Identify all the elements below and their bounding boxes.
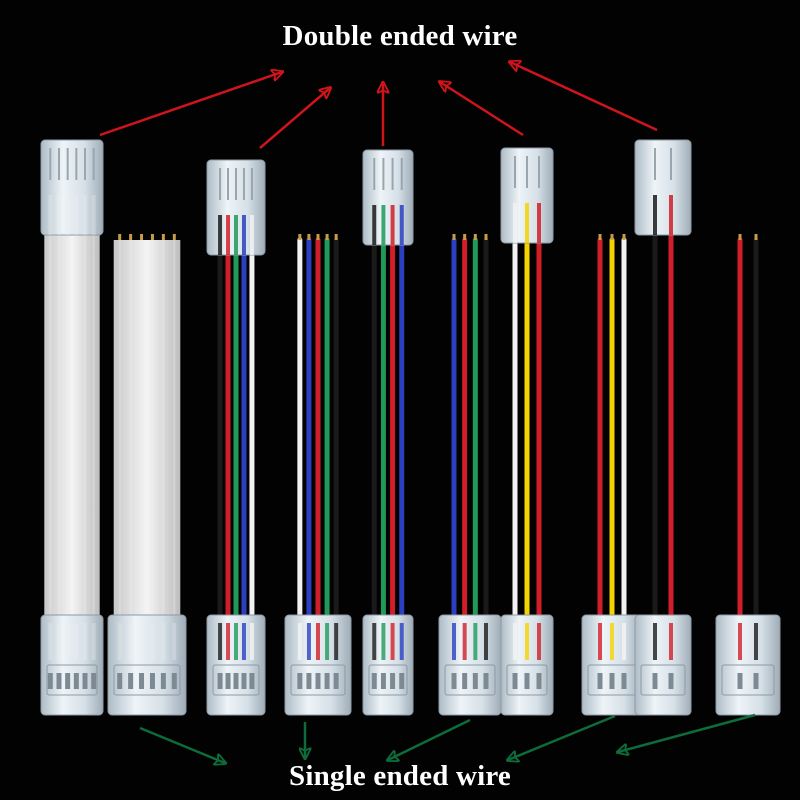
double-ended-arrows [99,62,658,149]
bottom-arrow-5 [618,713,756,752]
contact [233,673,239,689]
wire-tip [172,234,176,240]
contact [315,673,321,689]
connector-window [368,664,408,696]
wire-tip [738,234,742,240]
contact [668,673,674,689]
wire-tip [150,234,154,240]
wire-tip [463,234,467,240]
wire-tip [598,234,602,240]
contact [737,673,743,689]
cable-5wire-rgbw-single [284,234,352,716]
cable-6pin-ribbon-double [40,139,104,716]
bottom-arrow-4 [508,714,616,760]
contact [117,673,123,689]
top-connector [40,139,104,236]
contact [753,673,759,689]
contact [462,673,468,689]
wire-tip [316,234,320,240]
contact [47,673,53,689]
connector-window [290,664,346,696]
wire-tip [129,234,133,240]
cable-3wire-cct-single [581,234,643,716]
contact [483,673,489,689]
wire-tip [622,234,626,240]
wire-tip [610,234,614,240]
wire-tip [754,234,758,240]
contact [149,673,155,689]
contact [82,673,88,689]
contact [217,673,223,689]
double-ended-caption: Double ended wire [282,20,518,52]
contact [451,673,457,689]
connector-window [506,664,548,696]
contact [390,673,396,689]
contact [472,673,478,689]
contact [371,673,377,689]
contact [333,673,339,689]
connector-window [212,664,260,696]
wire-tip [161,234,165,240]
cable-6pin-ribbon-single [107,234,187,716]
top-connector [634,139,692,236]
contact [399,673,405,689]
contact [171,673,177,689]
contact [621,673,627,689]
wire-tip [325,234,329,240]
ribbon-cable [44,235,100,621]
connector-window [640,664,686,696]
contact [91,673,97,689]
contact [524,673,530,689]
cable-3wire-cct-double [500,147,554,716]
contact [241,673,247,689]
contact [597,673,603,689]
contact [380,673,386,689]
bottom-arrow-1 [139,726,225,763]
top-arrow-4 [440,82,524,137]
connector-window [721,664,775,696]
contact [306,673,312,689]
contact [139,673,145,689]
wire-tip [140,234,144,240]
contact [536,673,542,689]
contact [297,673,303,689]
contact [324,673,330,689]
top-connector [362,149,414,246]
cable-4wire-rgb-single [438,234,502,716]
contact [512,673,518,689]
contact [609,673,615,689]
contact [249,673,255,689]
connector-window [46,664,98,696]
connector-window [444,664,496,696]
contact [73,673,79,689]
wire-tip [473,234,477,240]
top-arrow-1 [99,72,282,137]
top-arrow-5 [510,62,658,132]
contact [128,673,134,689]
cable-4wire-rgb-double [362,149,414,716]
wire-tip [452,234,456,240]
top-arrow-2 [259,88,330,149]
contact [225,673,231,689]
wire-tip [307,234,311,240]
contact [56,673,62,689]
contact [65,673,71,689]
wire-tip [484,234,488,240]
cable-5wire-rgbw-double [206,159,266,716]
connector-window [113,664,181,696]
contact [160,673,166,689]
contact [652,673,658,689]
cable-2wire-single-color-double [634,139,692,716]
bottom-arrow-3 [388,718,471,760]
wire-tip [298,234,302,240]
ribbon-cable [113,240,181,621]
single-ended-caption: Single ended wire [289,760,511,792]
wire-tip [118,234,122,240]
single-ended-arrows [139,713,756,763]
wire-tip [334,234,338,240]
cable-2wire-single-color-single [715,234,781,716]
